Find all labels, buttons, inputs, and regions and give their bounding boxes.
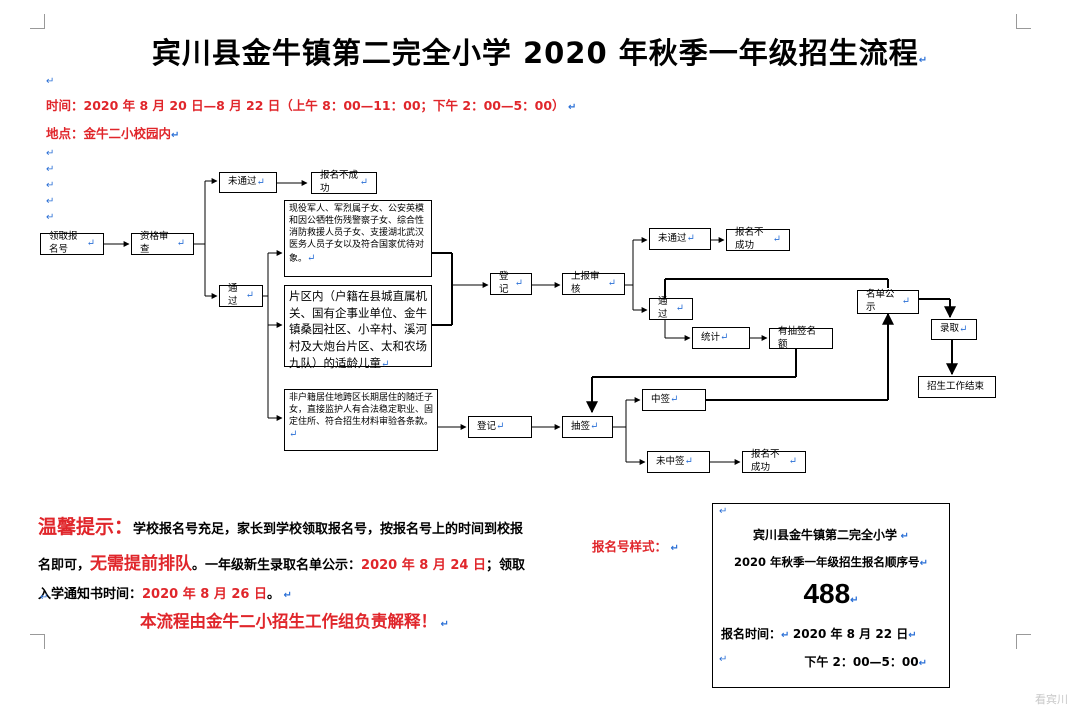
node-lottery: 抽签↵	[562, 416, 613, 438]
node-district-category: 片区内（户籍在县城直属机关、国有企事业单位、金牛镇桑园社区、小辛村、溪河村及大炮…	[284, 285, 432, 370]
crop-mark-top-left	[30, 14, 45, 29]
card-slot: 下午 2：00—5：00↵	[804, 655, 927, 669]
node-report-review: 上报审核↵	[562, 271, 625, 295]
watermark: 看宾川	[1035, 693, 1068, 706]
page-title: 宾川县金牛镇第二完全小学 2020 年秋季一年级招生流程↵	[151, 36, 929, 70]
place-line: 地点：金牛二小校园内↵	[46, 126, 180, 141]
node-enrollment-end: 招生工作结束	[918, 376, 996, 398]
card-time: 报名时间：↵ 2020 年 8 月 22 日↵	[721, 627, 917, 641]
node-non-local-category: 非户籍居住地跨区长期居住的随迁子女，直接监护人有合法稳定职业、固定住所、符合招生…	[284, 389, 438, 451]
node-lose-lottery: 未中签↵	[647, 451, 710, 473]
node-register-2: 登记↵	[468, 416, 532, 438]
footer-note: 本流程由金牛二小招生工作组负责解释！ ↵	[140, 612, 449, 631]
notice-date: 2020 年 8 月 26 日	[142, 586, 267, 602]
node-unsuccessful-2: 报名不成功↵	[726, 227, 790, 251]
node-unsuccessful-3: 报名不成功↵	[742, 449, 806, 473]
node-priority-category: 现役军人、军烈属子女、公安英模和因公牺牲伤残警察子女、综合性消防救援人员子女、支…	[284, 200, 432, 277]
node-admission: 录取↵	[931, 319, 977, 340]
no-queue-emphasis: 无需提前排队	[90, 553, 193, 574]
node-fail-2: 未通过↵	[649, 228, 711, 250]
node-statistics: 统计↵	[692, 327, 750, 349]
warm-tip: 温馨提示：学校报名号充足，家长到学校领取报名号，按报名号上的时间到校报名即可，无…	[38, 516, 525, 602]
publicity-date: 2020 年 8 月 24 日	[361, 557, 486, 573]
card-subtitle: 2020 年秋季一年级招生报名顺序号↵	[734, 555, 928, 569]
crop-mark-bottom-right	[1016, 634, 1031, 649]
node-unsuccessful-1: 报名不成功↵	[311, 170, 377, 194]
node-fail-1: 未通过↵	[219, 172, 277, 193]
node-lottery-quota: 有抽签名额	[769, 326, 833, 350]
time-line: 时间：2020 年 8 月 20 日—8 月 22 日（上午 8：00—11：0…	[46, 98, 577, 113]
paragraph-mark: ↵	[46, 76, 55, 87]
card-school: 宾川县金牛镇第二完全小学 ↵	[753, 528, 909, 542]
card-number: 488↵	[803, 578, 859, 609]
paragraph-marks: ↵↵↵↵↵	[46, 148, 55, 223]
tip-heading: 温馨提示：	[38, 516, 134, 538]
node-pass-1: 通过↵	[219, 283, 263, 307]
node-get-number: 领取报名号↵	[40, 231, 104, 255]
node-roster-publicity: 名单公示↵	[857, 289, 919, 314]
node-pass-2: 通过↵	[649, 296, 693, 320]
sample-label: 报名号样式： ↵	[592, 539, 679, 554]
paragraph-mark: ↵	[40, 592, 49, 603]
node-register-1: 登记↵	[490, 271, 532, 295]
node-qualification-check: 资格审查↵	[131, 231, 194, 255]
node-win-lottery: 中签↵	[642, 389, 706, 411]
crop-mark-bottom-left	[30, 634, 45, 649]
registration-number-card: 宾川县金牛镇第二完全小学 ↵ 2020 年秋季一年级招生报名顺序号↵ 488↵ …	[712, 503, 950, 688]
crop-mark-top-right	[1016, 14, 1031, 29]
